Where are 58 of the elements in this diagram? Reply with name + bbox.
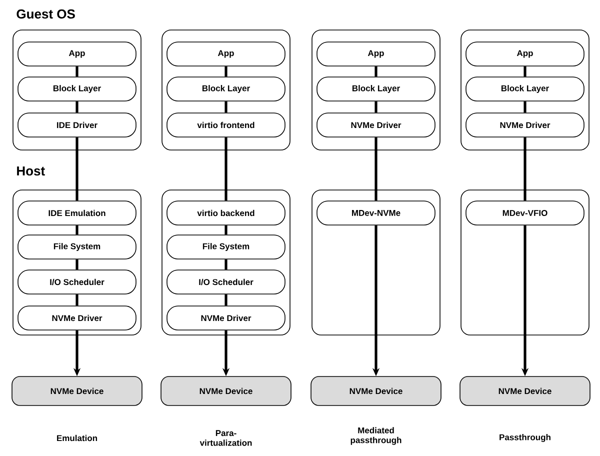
layer-box: Block Layer <box>166 76 286 102</box>
connector <box>76 259 78 270</box>
section-heading: Guest OS <box>16 9 75 19</box>
connector <box>76 66 78 77</box>
layer-box: I/O Scheduler <box>166 270 286 294</box>
column-caption: Mediated passthrough <box>350 427 402 445</box>
layer-box: App <box>466 42 584 66</box>
connector <box>374 101 378 113</box>
device-box: NVMe Device <box>160 376 292 406</box>
layer-box: virtio frontend <box>166 112 286 138</box>
section-heading: Host <box>17 166 45 176</box>
connector <box>224 294 228 306</box>
layer-box: NVMe Driver <box>466 112 584 138</box>
layer-box: App <box>166 42 286 66</box>
connector <box>224 66 228 77</box>
layer-box: IDE Emulation <box>18 200 136 226</box>
connector <box>374 66 378 77</box>
panel <box>460 190 590 336</box>
device-box: NVMe Device <box>460 376 590 406</box>
layer-box: I/O Scheduler <box>18 270 136 294</box>
connector <box>224 137 228 201</box>
layer-box: Block Layer <box>18 76 136 102</box>
panel <box>12 190 142 336</box>
column-caption: Passthrough <box>500 434 550 442</box>
connector <box>524 101 526 113</box>
layer-box: virtio backend <box>166 200 286 226</box>
layer-box: IDE Driver <box>18 112 136 138</box>
layer-box: App <box>316 42 436 66</box>
column-caption: Emulation <box>57 434 97 442</box>
connector <box>76 225 78 235</box>
device-box: NVMe Device <box>12 376 142 406</box>
panel <box>312 30 440 150</box>
layer-box: NVMe Driver <box>166 306 286 330</box>
layer-box: NVMe Driver <box>316 112 436 138</box>
device-box: NVMe Device <box>310 376 442 406</box>
connector <box>224 101 228 113</box>
layer-box: App <box>18 42 136 66</box>
connector <box>374 137 378 201</box>
layer-box: Block Layer <box>316 76 436 102</box>
layer-box: MDev-VFIO <box>466 200 584 226</box>
panel <box>162 190 290 336</box>
panel <box>162 30 290 150</box>
layer-box: File System <box>18 234 136 260</box>
layer-box: Block Layer <box>466 76 584 102</box>
panel <box>12 30 142 150</box>
connector <box>224 225 228 235</box>
connector <box>76 294 78 306</box>
layer-box: NVMe Driver <box>18 306 136 330</box>
connector <box>224 259 228 270</box>
column-caption: Para-virtualization <box>200 430 252 446</box>
connector <box>524 137 526 201</box>
layer-box: File System <box>166 234 286 260</box>
panel <box>460 30 590 150</box>
layer-box: MDev-NVMe <box>316 200 436 226</box>
connector <box>76 137 78 201</box>
panel <box>312 190 440 336</box>
connector <box>76 101 78 113</box>
connector <box>524 66 526 77</box>
